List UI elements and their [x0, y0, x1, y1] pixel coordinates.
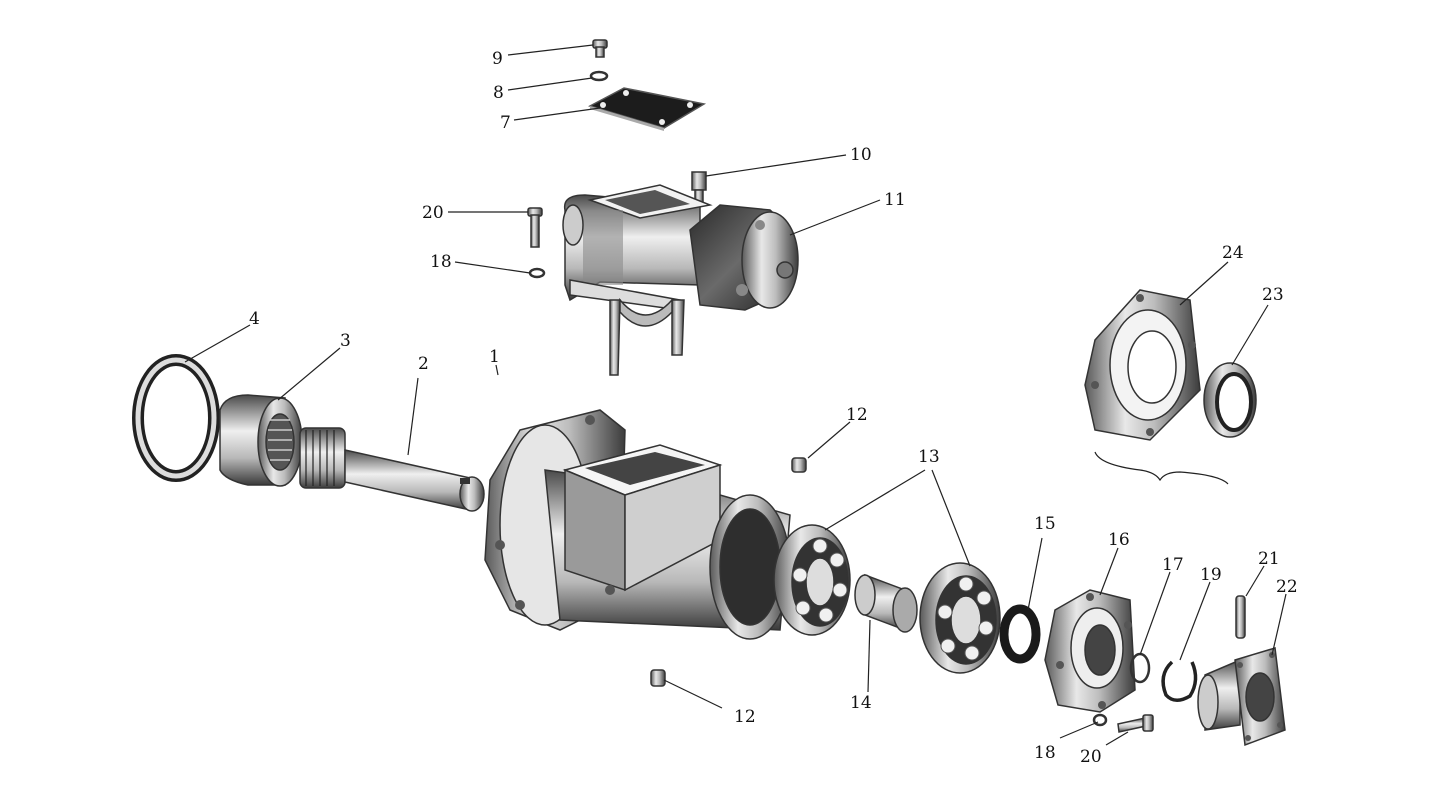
callout-3: 3	[340, 331, 351, 351]
callout-10: 10	[850, 145, 872, 165]
callout-12: 12	[846, 405, 868, 425]
callout-2: 2	[418, 354, 429, 374]
part-16-flange-cover	[1044, 589, 1136, 713]
part-9-screw	[592, 39, 608, 58]
part-12-plug-lower	[650, 669, 666, 687]
callout-20: 20	[422, 203, 444, 223]
callout-4: 4	[249, 309, 260, 329]
part-13-bearing-left	[773, 524, 851, 636]
callout-labels: 9 8 7 10 11 20 18 4 3 2 1 12 13 24 23 15…	[249, 49, 1298, 767]
callout-1: 1	[489, 347, 500, 367]
callout-18: 18	[1034, 743, 1056, 763]
part-15-seal-washer	[999, 604, 1041, 664]
part-3-splined-coupling	[219, 394, 303, 487]
part-20-bolt-lower	[1117, 714, 1154, 733]
callout-14: 14	[850, 693, 872, 713]
part-4-ring	[132, 354, 220, 482]
callout-20: 20	[1080, 747, 1102, 767]
callout-24: 24	[1222, 243, 1244, 263]
callout-11: 11	[884, 190, 906, 210]
part-8-washer	[589, 70, 609, 82]
part-18-washer-lower	[1092, 713, 1108, 727]
callout-7: 7	[500, 113, 511, 133]
callout-16: 16	[1108, 530, 1130, 550]
callout-8: 8	[493, 83, 504, 103]
callout-22: 22	[1276, 577, 1298, 597]
part-12-plug-upper	[791, 457, 807, 473]
callout-12: 12	[734, 707, 756, 727]
callout-9: 9	[492, 49, 503, 69]
part-22-output-flange	[1197, 647, 1286, 747]
callout-13: 13	[918, 447, 940, 467]
part-13-bearing-right	[919, 562, 1001, 674]
callout-17: 17	[1162, 555, 1184, 575]
callout-18: 18	[430, 252, 452, 272]
leader-lines	[184, 44, 1287, 746]
part-14-spacer-sleeve	[854, 573, 918, 633]
group-brace	[1094, 451, 1229, 485]
callout-21: 21	[1258, 549, 1280, 569]
callout-23: 23	[1262, 285, 1284, 305]
part-19-snap-ring	[1161, 660, 1198, 702]
part-24-flange	[1084, 289, 1201, 441]
part-23-seal-ring	[1203, 362, 1257, 438]
callout-15: 15	[1034, 514, 1056, 534]
part-11-shift-housing	[562, 184, 799, 376]
callout-19: 19	[1200, 565, 1222, 585]
part-2-splined-shaft	[299, 427, 485, 512]
part-21-pin	[1235, 595, 1246, 639]
part-1-main-housing	[484, 409, 791, 640]
part-18-washer-upper	[528, 267, 546, 279]
part-7-cover-plate	[588, 87, 707, 131]
part-20-bolt-upper	[527, 207, 543, 248]
